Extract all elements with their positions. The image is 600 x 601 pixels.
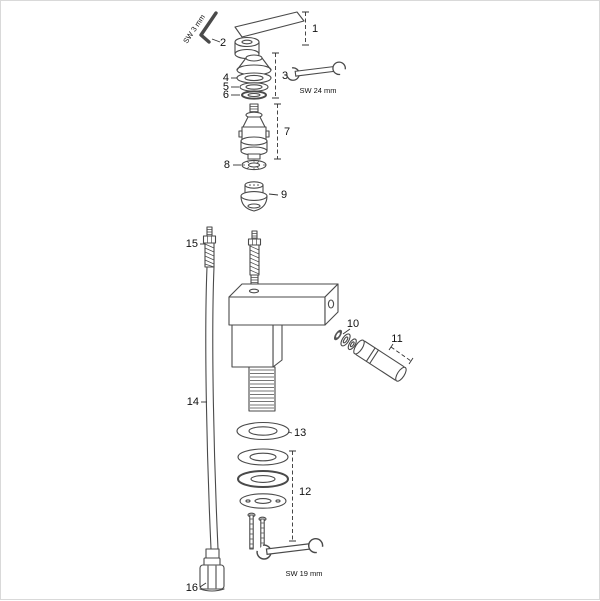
part-label-2: 2	[220, 37, 226, 49]
handle-lever-drawing	[234, 11, 305, 60]
supply-hose-right-drawing	[247, 230, 262, 292]
flow-regulator-drawing	[240, 181, 268, 212]
part-label-10: 10	[347, 318, 359, 330]
leader-part10	[342, 328, 351, 335]
washer-drawing	[236, 421, 290, 441]
part-label-11: 11	[391, 333, 402, 345]
supply-hose-left-drawing	[202, 226, 217, 268]
part-label-6: 6	[223, 89, 229, 101]
leader-part13	[287, 431, 293, 434]
ring-part5-drawing	[239, 82, 269, 92]
part-label-12: 12	[299, 486, 311, 498]
bracket-part11	[388, 343, 414, 365]
aerator-drawing	[353, 339, 407, 382]
part-label-15: 15	[186, 238, 198, 250]
leader-part16	[199, 582, 207, 588]
lock-nut-drawing	[241, 159, 267, 171]
long-hose-drawing	[205, 266, 220, 564]
part-label-16: 16	[186, 582, 198, 594]
part-label-5: 5	[223, 81, 229, 93]
bracket-part3	[272, 52, 279, 99]
ring-part4-drawing	[236, 72, 272, 84]
part-label-13: 13	[294, 427, 306, 439]
part-label-7: 7	[284, 126, 290, 138]
wrench-24-label: SW 24 mm	[299, 86, 336, 95]
part-label-8: 8	[224, 159, 230, 171]
fixing-set-drawing	[237, 448, 289, 554]
leader-part2	[211, 38, 221, 43]
bracket-part7	[274, 103, 281, 160]
union-nut-drawing	[199, 557, 225, 592]
part-label-3: 3	[282, 70, 288, 82]
wrench-19-label: SW 19 mm	[285, 569, 322, 578]
part-label-1: 1	[312, 23, 318, 35]
faucet-body-drawing	[228, 283, 339, 412]
cartridge-drawing	[238, 103, 270, 160]
part-label-9: 9	[281, 189, 287, 201]
bracket-part1	[302, 11, 309, 46]
part-label-14: 14	[187, 396, 199, 408]
seal-ring-stack-drawing	[333, 329, 357, 351]
bracket-part12	[289, 450, 296, 542]
allen-key-icon	[199, 11, 218, 44]
o-ring-part6-drawing	[241, 90, 267, 100]
part-label-4: 4	[223, 72, 229, 84]
aerator-hole	[327, 299, 335, 309]
wrench-icon	[283, 58, 349, 85]
leader-part9	[268, 193, 279, 196]
